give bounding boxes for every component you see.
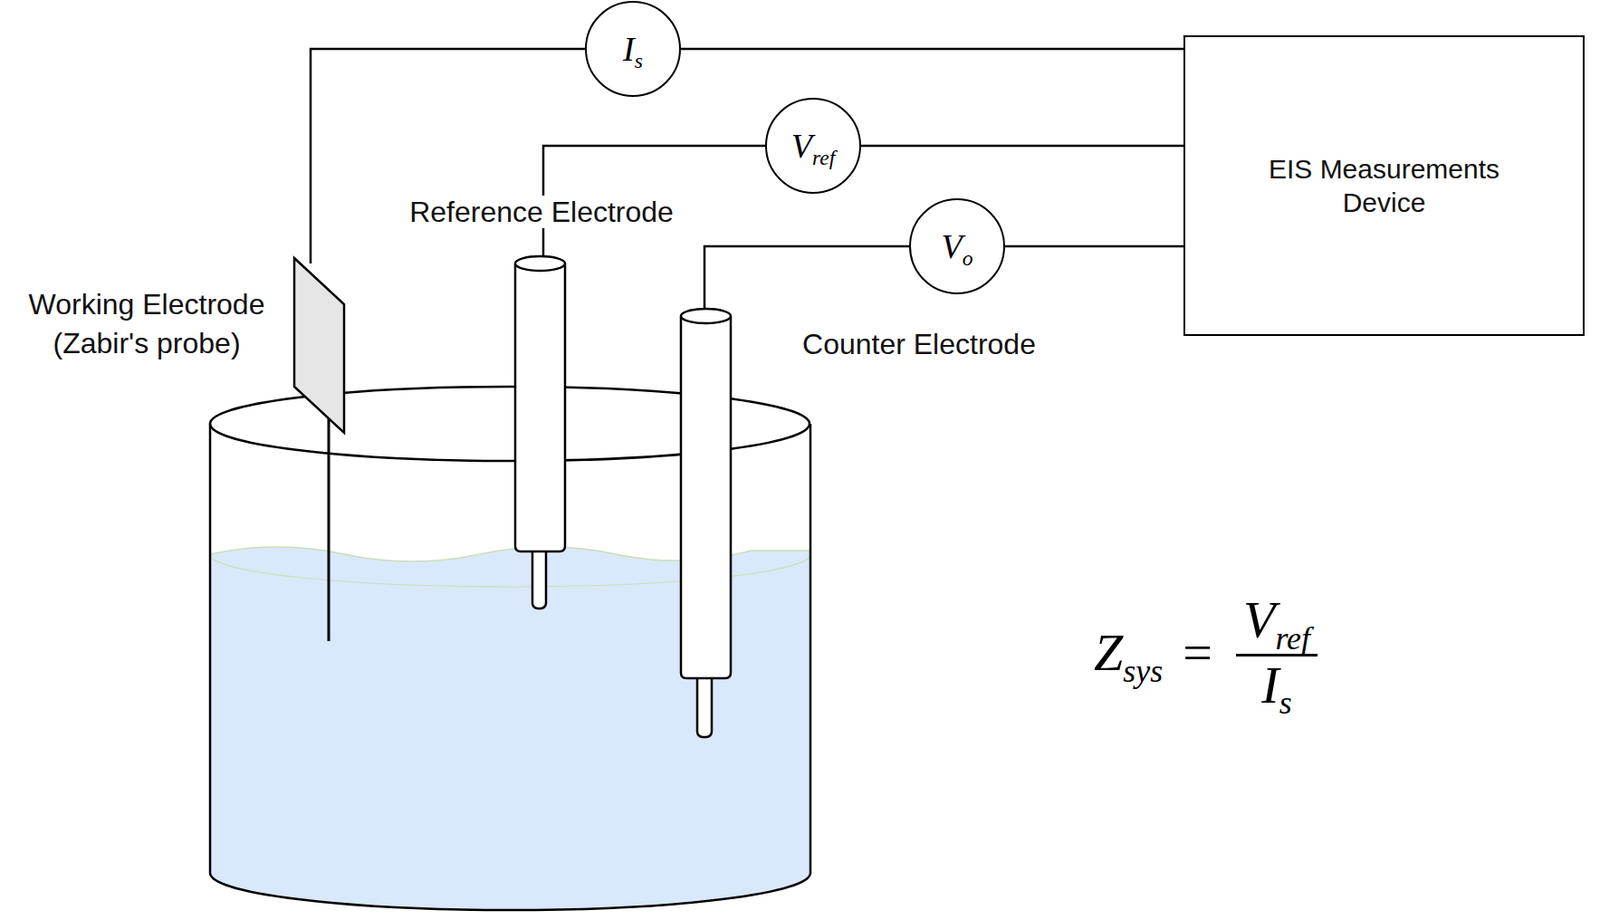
probe-rod xyxy=(327,398,331,642)
electrode-cap xyxy=(680,308,731,324)
meter-symbol: Is xyxy=(622,28,643,69)
current-meter: Is xyxy=(584,0,681,97)
formula-symbol: Z xyxy=(1093,622,1123,682)
meter-symbol: Vo xyxy=(941,226,974,267)
formula-subscript: s xyxy=(1279,684,1293,721)
formula-symbol: I xyxy=(1261,655,1279,715)
electrode-tip xyxy=(532,543,547,609)
electrode-tip xyxy=(697,670,712,738)
symbol-letter: V xyxy=(791,126,813,165)
symbol-subscript: ref xyxy=(812,145,835,170)
wire xyxy=(704,246,910,317)
formula-subscript: ref xyxy=(1274,620,1311,657)
wire-connector xyxy=(861,144,1184,148)
electrode-tube xyxy=(515,263,566,552)
formula-symbol: V xyxy=(1243,590,1275,650)
electrode-label: Working Electrode (Zabir's probe) xyxy=(28,287,266,360)
voltage-meter: Vref xyxy=(765,97,862,194)
probe-plate xyxy=(294,258,345,433)
electrode-cap xyxy=(515,256,566,271)
device-label: EIS Measurements Device xyxy=(1248,152,1521,221)
electrode-label: Reference Electrode xyxy=(405,195,678,229)
equals-sign: = xyxy=(1182,625,1213,681)
symbol-letter: I xyxy=(622,29,635,68)
wire-connector xyxy=(1005,245,1184,249)
symbol-letter: V xyxy=(941,227,963,266)
formula-subscript: sys xyxy=(1122,652,1163,690)
wire-connector xyxy=(680,47,1184,51)
voltage-meter: Vo xyxy=(909,198,1006,295)
symbol-subscript: o xyxy=(962,246,974,270)
meter-symbol: Vref xyxy=(791,125,836,166)
symbol-subscript: s xyxy=(634,48,643,73)
device-box: EIS Measurements Device xyxy=(1183,35,1585,336)
electrode-tube xyxy=(680,316,731,679)
electrode-label: Counter Electrode xyxy=(802,327,1036,361)
impedance-formula: Zsys=VrefIs xyxy=(1093,593,1318,714)
